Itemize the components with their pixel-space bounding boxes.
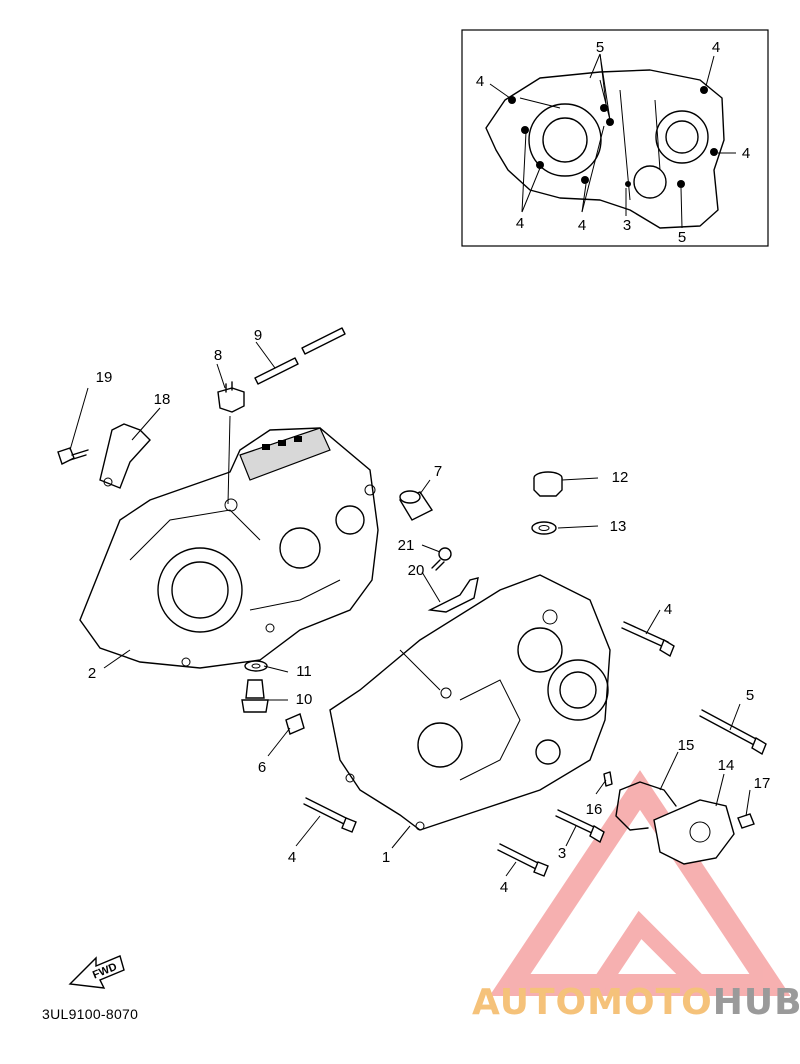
- callout-2: 2: [88, 665, 96, 682]
- callout-3: 3: [558, 845, 566, 862]
- callout-17: 17: [754, 775, 771, 792]
- leader-lines: [69, 341, 751, 877]
- part-20-clamp: [427, 577, 479, 613]
- part-17-bolt: [737, 813, 755, 829]
- callout-9: 9: [254, 327, 262, 344]
- part-18-bracket: [99, 423, 151, 489]
- callout-4: 4: [500, 879, 508, 896]
- part-8-breather-fitting: [217, 381, 245, 413]
- callout-18: 18: [154, 391, 171, 408]
- fwd-arrow-icon: FWD: [68, 955, 125, 989]
- callout-19: 19: [96, 369, 113, 386]
- part-12-plug: [533, 471, 563, 497]
- part-9-dowel-pins: [254, 327, 346, 385]
- part-15-gasket: [615, 781, 677, 831]
- part-11-washer: [244, 660, 268, 672]
- inset-label: 4: [712, 39, 720, 56]
- part-14-cover: [653, 799, 735, 865]
- callout-5: 5: [746, 687, 754, 704]
- watermark-brand: AUTOMOTOHUB: [472, 982, 800, 1023]
- callout-6: 6: [258, 759, 266, 776]
- callout-4: 4: [288, 849, 296, 866]
- diagram-code: 3UL9100-8070: [42, 1006, 139, 1022]
- callout-8: 8: [214, 347, 222, 364]
- inset-label: 4: [742, 145, 750, 162]
- part-5-bolt: [699, 709, 767, 756]
- inset-label: 3: [623, 217, 631, 234]
- inset-label: 4: [476, 73, 484, 90]
- part-19-bolt: [57, 447, 89, 465]
- inset-diagram: 5 4 4 4 4 4 3 5: [461, 29, 769, 247]
- callout-10: 10: [296, 691, 313, 708]
- callout-14: 14: [718, 757, 735, 774]
- callout-16: 16: [586, 801, 603, 818]
- part-4-bolt-a: [303, 797, 357, 833]
- part-4-bolt-b: [497, 843, 549, 877]
- callout-11: 11: [296, 663, 312, 680]
- part-21-screw: [431, 547, 452, 571]
- part-13-washer: [531, 521, 557, 535]
- callout-4: 4: [664, 601, 672, 618]
- callout-21: 21: [398, 537, 415, 554]
- inset-label: 5: [596, 39, 604, 56]
- inset-label: 5: [678, 229, 686, 246]
- brand-part1: AUTOMOTO: [472, 982, 713, 1023]
- callout-7: 7: [434, 463, 442, 480]
- part-16-dowel: [603, 771, 613, 787]
- brand-part2: HUB: [712, 982, 800, 1023]
- callout-1: 1: [382, 849, 390, 866]
- right-crankcase: [329, 574, 611, 831]
- part-7-bushing: [398, 490, 434, 521]
- watermark-triangle-logo: [489, 770, 791, 996]
- part-10-bolt: [241, 679, 269, 713]
- callout-13: 13: [610, 518, 627, 535]
- part-3-bolt: [555, 809, 605, 844]
- callout-15: 15: [678, 737, 695, 754]
- callouts: 19 18 8 9 7 12 13 21 20 4 2 11 10 5 15 1…: [88, 327, 771, 896]
- callout-12: 12: [612, 469, 629, 486]
- left-crankcase: [79, 427, 379, 669]
- inset-label: 4: [578, 217, 586, 234]
- callout-20: 20: [408, 562, 425, 579]
- inset-label: 4: [516, 215, 524, 232]
- part-4-bolt-c: [621, 621, 675, 658]
- part-6-bushing: [285, 713, 305, 735]
